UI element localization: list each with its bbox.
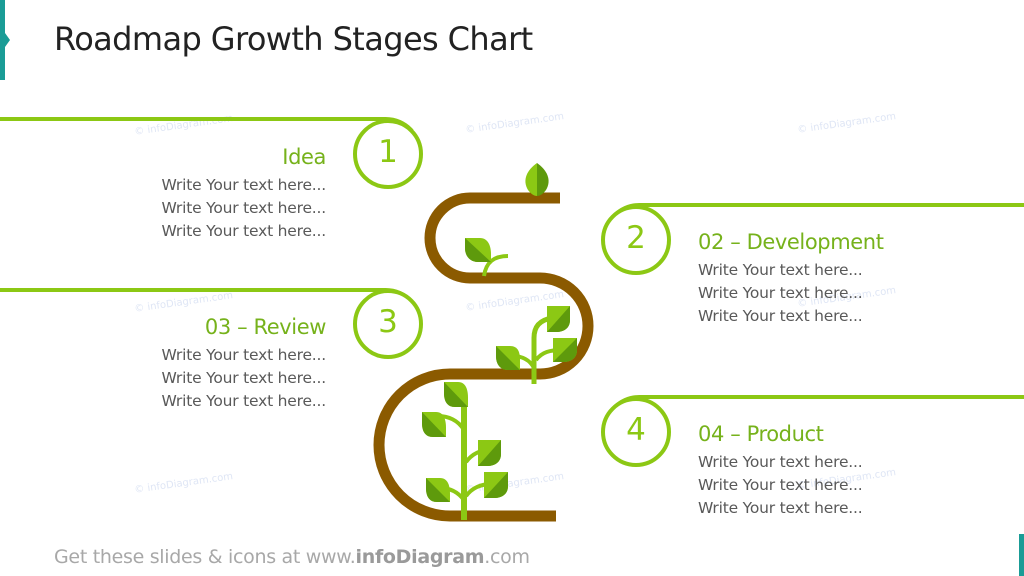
stage-circle-4 (601, 397, 671, 467)
accent-bar-right (1019, 534, 1024, 576)
stage-2-line: Write Your text here... (698, 284, 863, 302)
accent-chevron-icon (5, 33, 10, 47)
stage-1-line: Write Your text here... (161, 199, 327, 217)
stage-2-line: Write Your text here... (698, 261, 863, 279)
stage-4-line: Write Your text here... (698, 499, 863, 517)
footer-suffix: .com (484, 546, 530, 568)
stage-circle-3 (353, 289, 423, 359)
seed-leaf-icon (525, 163, 549, 196)
stage-3-line: Write Your text here... (161, 392, 327, 410)
stage-number-1: 1 (378, 134, 398, 170)
stage-number-4: 4 (626, 412, 646, 448)
stage-number-2: 2 (626, 220, 646, 256)
stage-4-text: Write Your text here... Write Your text … (698, 451, 863, 520)
connector-line-1 (0, 116, 414, 133)
connector-line-3 (0, 287, 414, 304)
accent-bar-left (0, 0, 5, 80)
stage-3-text: Write Your text here... Write Your text … (162, 344, 327, 413)
stage-1-line: Write Your text here... (161, 176, 327, 194)
connector-line-4 (611, 394, 1024, 411)
stage-1-text: Write Your text here... Write Your text … (162, 174, 327, 243)
stage-2-line: Write Your text here... (698, 307, 863, 325)
footer-brand: infoDiagram (355, 546, 485, 568)
stage-4-line: Write Your text here... (698, 453, 863, 471)
large-plant-icon (422, 382, 508, 520)
stage-1-title: Idea (282, 145, 326, 169)
stage-4-line: Write Your text here... (698, 476, 863, 494)
connector-line-2 (611, 202, 1024, 219)
stage-2-title: 02 – Development (698, 230, 884, 254)
stage-3-title: 03 – Review (204, 315, 327, 339)
sprout-icon (465, 238, 509, 277)
footer-prefix: Get these slides & icons at www. (54, 546, 356, 568)
stage-number-3: 3 (378, 304, 398, 340)
stage-4-title: 04 – Product (698, 422, 824, 446)
stage-1-line: Write Your text here... (161, 222, 327, 240)
stage-circle-2 (601, 205, 671, 275)
stage-3-line: Write Your text here... (161, 346, 327, 364)
page-title: Roadmap Growth Stages Chart (54, 20, 533, 58)
stage-circle-1 (353, 119, 423, 189)
small-plant-icon (496, 306, 577, 384)
stage-2-text: Write Your text here... Write Your text … (698, 259, 863, 328)
soil-path-icon (373, 192, 594, 522)
footer-credit: Get these slides & icons at www.infoDiag… (54, 546, 530, 568)
stage-3-line: Write Your text here... (161, 369, 327, 387)
